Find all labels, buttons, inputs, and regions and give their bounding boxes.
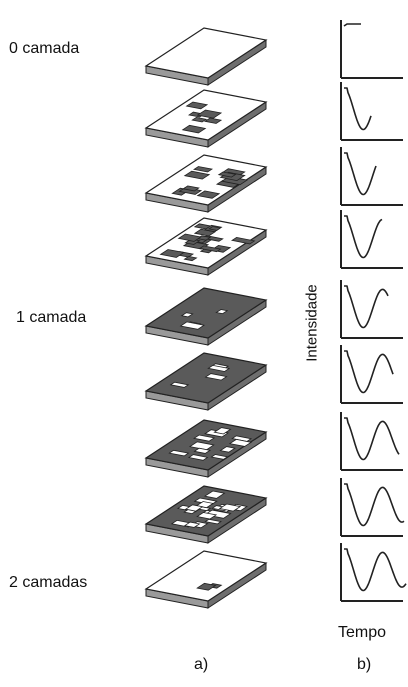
- island: [183, 170, 211, 180]
- intensity-curve: [344, 417, 400, 461]
- island: [183, 255, 198, 262]
- intensity-plot-6: [340, 412, 403, 471]
- intensity-plot-2: [340, 147, 403, 206]
- y-axis-label: Intensidade: [303, 284, 321, 362]
- island: [210, 454, 229, 460]
- island: [183, 521, 201, 528]
- intensity-plot-8: [340, 543, 407, 602]
- intensity-curve: [344, 285, 389, 329]
- island: [179, 321, 206, 330]
- island: [169, 381, 190, 388]
- island: [196, 109, 223, 119]
- island: [198, 245, 222, 253]
- panel-label-a: a): [194, 656, 209, 673]
- plate-stage-5: [144, 352, 268, 411]
- plate-stage-2: [144, 154, 268, 213]
- label-2-camadas: 2 camadas: [9, 574, 88, 591]
- label-0-camada: 0 camada: [9, 40, 80, 57]
- island: [208, 226, 222, 231]
- island: [177, 233, 202, 242]
- island: [168, 449, 190, 457]
- intensity-plot-7: [340, 478, 405, 537]
- island: [196, 512, 218, 520]
- island: [193, 447, 212, 454]
- island: [185, 101, 209, 110]
- plate-stage-1: [144, 89, 268, 148]
- island: [182, 185, 200, 192]
- island: [219, 446, 236, 453]
- island: [192, 166, 214, 173]
- intensity-curve: [344, 87, 372, 131]
- intensity-curve: [344, 548, 407, 592]
- plate-stage-0: [144, 27, 268, 86]
- intensity-curve: [344, 350, 394, 394]
- panel-label-b: b): [357, 656, 372, 673]
- plate-stage-6: [144, 419, 268, 478]
- intensity-plot-4: [340, 280, 403, 339]
- island: [207, 364, 231, 372]
- island: [193, 434, 216, 442]
- intensity-curve: [344, 152, 377, 196]
- island: [187, 454, 209, 461]
- plate-stage-3: [144, 217, 268, 276]
- island: [230, 236, 256, 245]
- island: [203, 117, 223, 124]
- island: [204, 429, 230, 438]
- island: [191, 116, 208, 123]
- intensity-curve: [344, 215, 383, 259]
- island: [213, 427, 232, 435]
- label-1-camada: 1 camada: [16, 309, 87, 326]
- island: [204, 373, 228, 381]
- defect: [180, 312, 194, 318]
- plate-stage-4: [144, 287, 268, 346]
- plate-stage-8: [144, 550, 268, 609]
- island: [184, 504, 204, 512]
- intensity-plot-1: [340, 82, 403, 141]
- island: [217, 171, 237, 178]
- plate-top: [144, 27, 268, 79]
- island: [203, 509, 232, 519]
- x-axis-label: Tempo: [338, 624, 387, 641]
- island: [228, 438, 253, 447]
- plate-top: [144, 550, 268, 602]
- island: [159, 249, 185, 258]
- plate-top: [144, 352, 268, 404]
- intensity-curve: [343, 23, 361, 27]
- intensity-plot-5: [340, 345, 403, 404]
- island: [203, 490, 226, 499]
- defect: [215, 309, 229, 315]
- island: [181, 124, 207, 134]
- intensity-plot-0: [340, 20, 403, 79]
- intensity-plot-3: [340, 210, 403, 269]
- island: [204, 518, 222, 525]
- island: [218, 503, 242, 512]
- intensity-curve: [344, 483, 405, 527]
- plate-top: [144, 287, 268, 339]
- plate-stage-7: [144, 485, 268, 544]
- island: [196, 190, 221, 199]
- island: [196, 582, 217, 591]
